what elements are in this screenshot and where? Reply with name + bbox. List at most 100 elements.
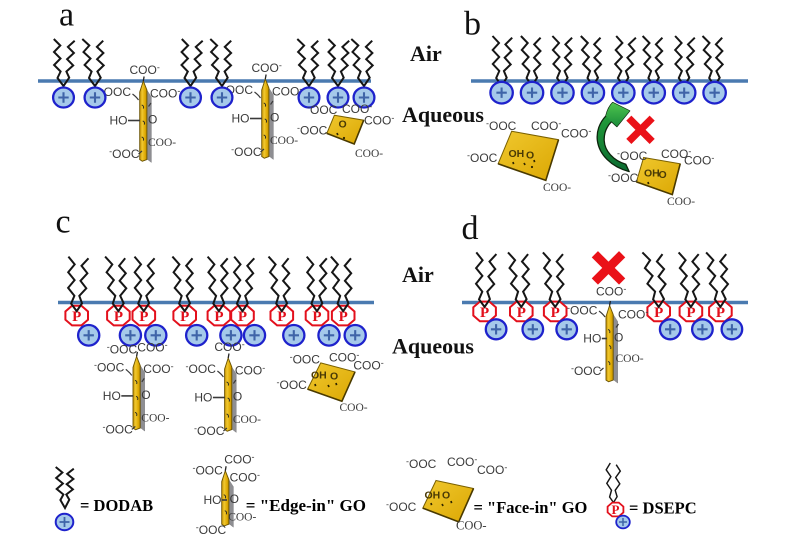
svg-text:d: d	[462, 210, 479, 247]
svg-text:-OOC: -OOC	[307, 103, 338, 118]
svg-text:COO-: COO-	[447, 455, 477, 470]
svg-text:= DODAB: = DODAB	[80, 496, 153, 515]
svg-text:-OOC: -OOC	[186, 362, 217, 377]
svg-text:O: O	[526, 150, 534, 162]
svg-text:c: c	[56, 204, 71, 241]
svg-text:P: P	[72, 309, 81, 325]
svg-text:COO-: COO-	[364, 113, 394, 128]
svg-text:a: a	[59, 0, 74, 33]
svg-text:O: O	[339, 119, 347, 131]
svg-text:COO-: COO-	[233, 414, 261, 426]
svg-text:-OOC: -OOC	[194, 424, 225, 439]
svg-text:COO-: COO-	[340, 402, 368, 414]
svg-text:COO-: COO-	[456, 519, 487, 533]
svg-text:COO-: COO-	[477, 463, 507, 478]
svg-text:P: P	[339, 309, 348, 325]
svg-text:-OOC: -OOC	[617, 149, 648, 164]
svg-text:-OOC: -OOC	[109, 147, 140, 162]
svg-text:HO: HO	[110, 114, 128, 128]
svg-text:-OOC: -OOC	[608, 171, 639, 186]
svg-text:HO: HO	[194, 391, 212, 405]
svg-text:-OOC: -OOC	[290, 352, 321, 367]
svg-text:O: O	[230, 492, 239, 506]
svg-text:COO-: COO-	[342, 102, 372, 117]
svg-text:-OOC: -OOC	[231, 145, 262, 160]
svg-text:O: O	[148, 113, 157, 127]
svg-text:COO-: COO-	[148, 137, 176, 149]
svg-text:-OOC: -OOC	[571, 364, 602, 379]
svg-text:-OOC: -OOC	[467, 151, 498, 166]
svg-text:-OOC: -OOC	[102, 422, 133, 437]
svg-text:O: O	[614, 331, 623, 345]
svg-text:-OOC: -OOC	[567, 303, 598, 318]
svg-text:O: O	[233, 390, 242, 404]
svg-text:COO-: COO-	[252, 61, 282, 76]
svg-text:P: P	[214, 309, 223, 325]
svg-text:OH: OH	[311, 370, 327, 382]
svg-text:COO-: COO-	[143, 361, 173, 376]
svg-text:= "Face-in" GO: = "Face-in" GO	[474, 498, 588, 517]
svg-text:COO-: COO-	[329, 350, 359, 365]
svg-text:P: P	[180, 309, 189, 325]
svg-text:COO-: COO-	[684, 153, 714, 168]
svg-text:P: P	[277, 309, 286, 325]
svg-text:COO-: COO-	[224, 452, 254, 467]
svg-text:COO-: COO-	[130, 63, 160, 78]
svg-text:COO-: COO-	[616, 353, 644, 365]
svg-text:P: P	[312, 309, 321, 325]
svg-text:COO-: COO-	[543, 182, 571, 194]
svg-text:= DSEPC: = DSEPC	[629, 499, 697, 518]
svg-text:OH: OH	[509, 148, 525, 160]
svg-text:P: P	[114, 309, 123, 325]
svg-text:P: P	[686, 305, 695, 321]
svg-text:-OOC: -OOC	[406, 457, 437, 472]
svg-text:O: O	[659, 169, 667, 181]
svg-text:-OOC: -OOC	[277, 378, 308, 393]
svg-text:COO-: COO-	[531, 119, 561, 134]
svg-text:O: O	[330, 371, 338, 383]
svg-text:COO-: COO-	[270, 135, 298, 147]
svg-text:Air: Air	[402, 262, 434, 287]
svg-text:HO: HO	[232, 112, 250, 126]
svg-text:P: P	[654, 305, 663, 321]
svg-text:COO-: COO-	[230, 470, 260, 485]
svg-text:COO-: COO-	[150, 86, 180, 101]
svg-text:-OOC: -OOC	[107, 342, 138, 357]
svg-text:COO-: COO-	[561, 126, 591, 141]
svg-text:P: P	[551, 305, 560, 321]
svg-text:P: P	[716, 305, 725, 321]
svg-text:COO-: COO-	[214, 340, 244, 355]
svg-text:P: P	[612, 502, 620, 517]
svg-text:COO-: COO-	[272, 84, 302, 99]
svg-text:HO: HO	[204, 493, 222, 507]
svg-text:COO-: COO-	[141, 412, 169, 424]
svg-text:P: P	[139, 309, 148, 325]
svg-text:HO: HO	[103, 389, 121, 403]
svg-text:O: O	[141, 388, 150, 402]
svg-text:OH: OH	[644, 168, 660, 180]
svg-text:COO-: COO-	[137, 340, 167, 355]
svg-text:-OOC: -OOC	[386, 500, 417, 515]
svg-text:-OOC: -OOC	[486, 119, 517, 134]
svg-text:COO-: COO-	[355, 148, 383, 160]
svg-text:b: b	[464, 6, 481, 43]
svg-text:-OOC: -OOC	[196, 523, 227, 538]
svg-text:COO-: COO-	[353, 358, 383, 373]
svg-text:O: O	[442, 490, 450, 502]
svg-text:OH: OH	[425, 490, 441, 502]
svg-text:Aqueous: Aqueous	[392, 334, 474, 359]
svg-text:= "Edge-in" GO: = "Edge-in" GO	[246, 496, 366, 515]
svg-text:Air: Air	[410, 41, 442, 66]
svg-text:P: P	[238, 309, 247, 325]
svg-text:COO-: COO-	[618, 307, 648, 322]
svg-text:COO-: COO-	[228, 512, 256, 524]
svg-text:-OOC: -OOC	[297, 123, 328, 138]
svg-text:COO-: COO-	[235, 363, 265, 378]
svg-text:-OOC: -OOC	[94, 360, 125, 375]
svg-text:COO-: COO-	[667, 196, 695, 208]
svg-text:Aqueous: Aqueous	[402, 102, 484, 127]
svg-text:HO: HO	[583, 332, 601, 346]
svg-text:P: P	[480, 305, 489, 321]
svg-text:O: O	[270, 111, 279, 125]
svg-text:COO-: COO-	[596, 284, 626, 299]
